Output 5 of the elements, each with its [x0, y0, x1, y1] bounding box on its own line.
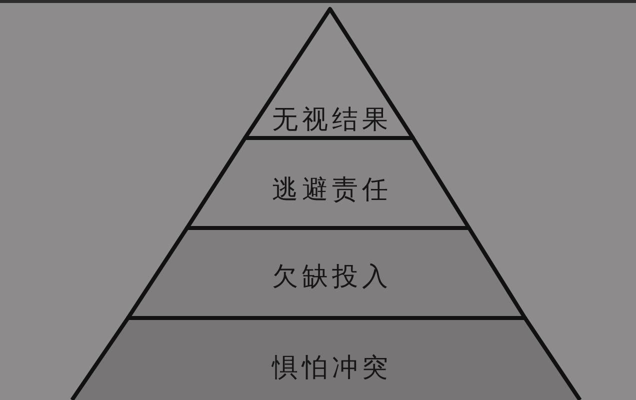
- pyramid-tier: [69, 315, 583, 400]
- tier-label: 逃避责任: [272, 176, 392, 204]
- tier-label: 惧怕冲突: [272, 354, 392, 382]
- tier-label: 欠缺投入: [272, 263, 392, 291]
- tier-label: 无视结果: [272, 106, 392, 134]
